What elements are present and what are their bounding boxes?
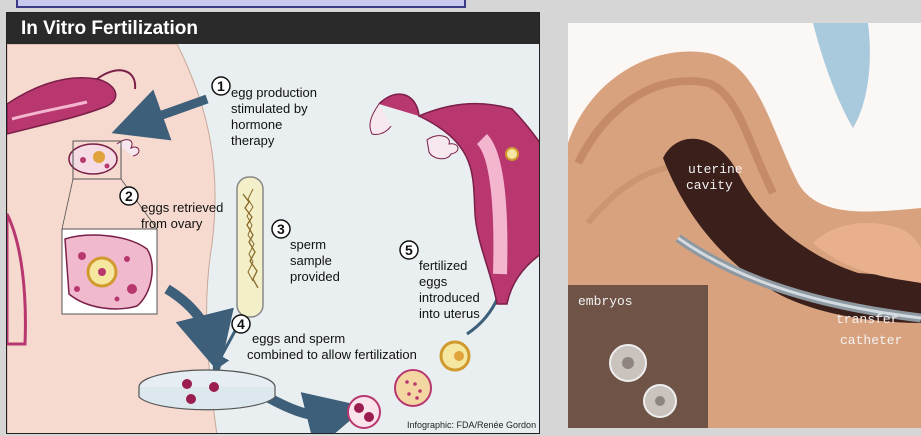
top-banner <box>16 0 466 8</box>
embryo-transfer-photo: uterine cavity embryos transfer catheter <box>568 23 921 428</box>
step-2-number: 2 <box>125 188 133 204</box>
step-1-line-3: hormone <box>231 117 282 132</box>
petri-dish <box>139 370 275 410</box>
step-5-number: 5 <box>405 242 413 258</box>
step-3-line-2: sample <box>290 253 332 268</box>
step-3-line-1: sperm <box>290 237 326 252</box>
step-3-line-3: provided <box>290 269 340 284</box>
step-4-line-2: combined to allow fertilization <box>247 347 417 362</box>
infographic-credit: Infographic: FDA/Renée Gordon <box>407 420 536 430</box>
step-2-line-1: eggs retrieved <box>141 200 223 215</box>
step-5-line-3: introduced <box>419 290 480 305</box>
step-5-line-2: eggs <box>419 274 448 289</box>
infographic-title: In Vitro Fertilization <box>7 13 539 44</box>
step-2-line-2: from ovary <box>141 216 203 231</box>
step-1: 1 egg production stimulated by hormone t… <box>212 77 317 148</box>
ivf-infographic: In Vitro Fertilization <box>6 12 540 434</box>
step-1-number: 1 <box>217 78 225 94</box>
label-embryos: embryos <box>578 294 633 309</box>
step-4-line-1: eggs and sperm <box>252 331 345 346</box>
step-3: 3 sperm sample provided <box>272 220 340 284</box>
enlarged-ovary <box>65 235 152 309</box>
step-4: 4 eggs and sperm combined to allow ferti… <box>232 315 417 362</box>
step-1-line-1: egg production <box>231 85 317 100</box>
step-4-number: 4 <box>237 316 245 332</box>
step-5: 5 fertilized eggs introduced into uterus <box>400 241 480 321</box>
photo-canvas: uterine cavity embryos transfer catheter <box>568 23 921 428</box>
step-1-line-2: stimulated by <box>231 101 308 116</box>
step-3-number: 3 <box>277 221 285 237</box>
label-uterine: uterine <box>688 162 743 177</box>
label-transfer: transfer <box>836 312 898 327</box>
infographic-canvas: 1 egg production stimulated by hormone t… <box>7 44 540 434</box>
test-tube <box>237 177 263 317</box>
step-1-line-4: therapy <box>231 133 275 148</box>
label-catheter: catheter <box>840 333 902 348</box>
step-5-line-1: fertilized <box>419 258 467 273</box>
step-5-line-4: into uterus <box>419 306 480 321</box>
label-cavity: cavity <box>686 178 733 193</box>
